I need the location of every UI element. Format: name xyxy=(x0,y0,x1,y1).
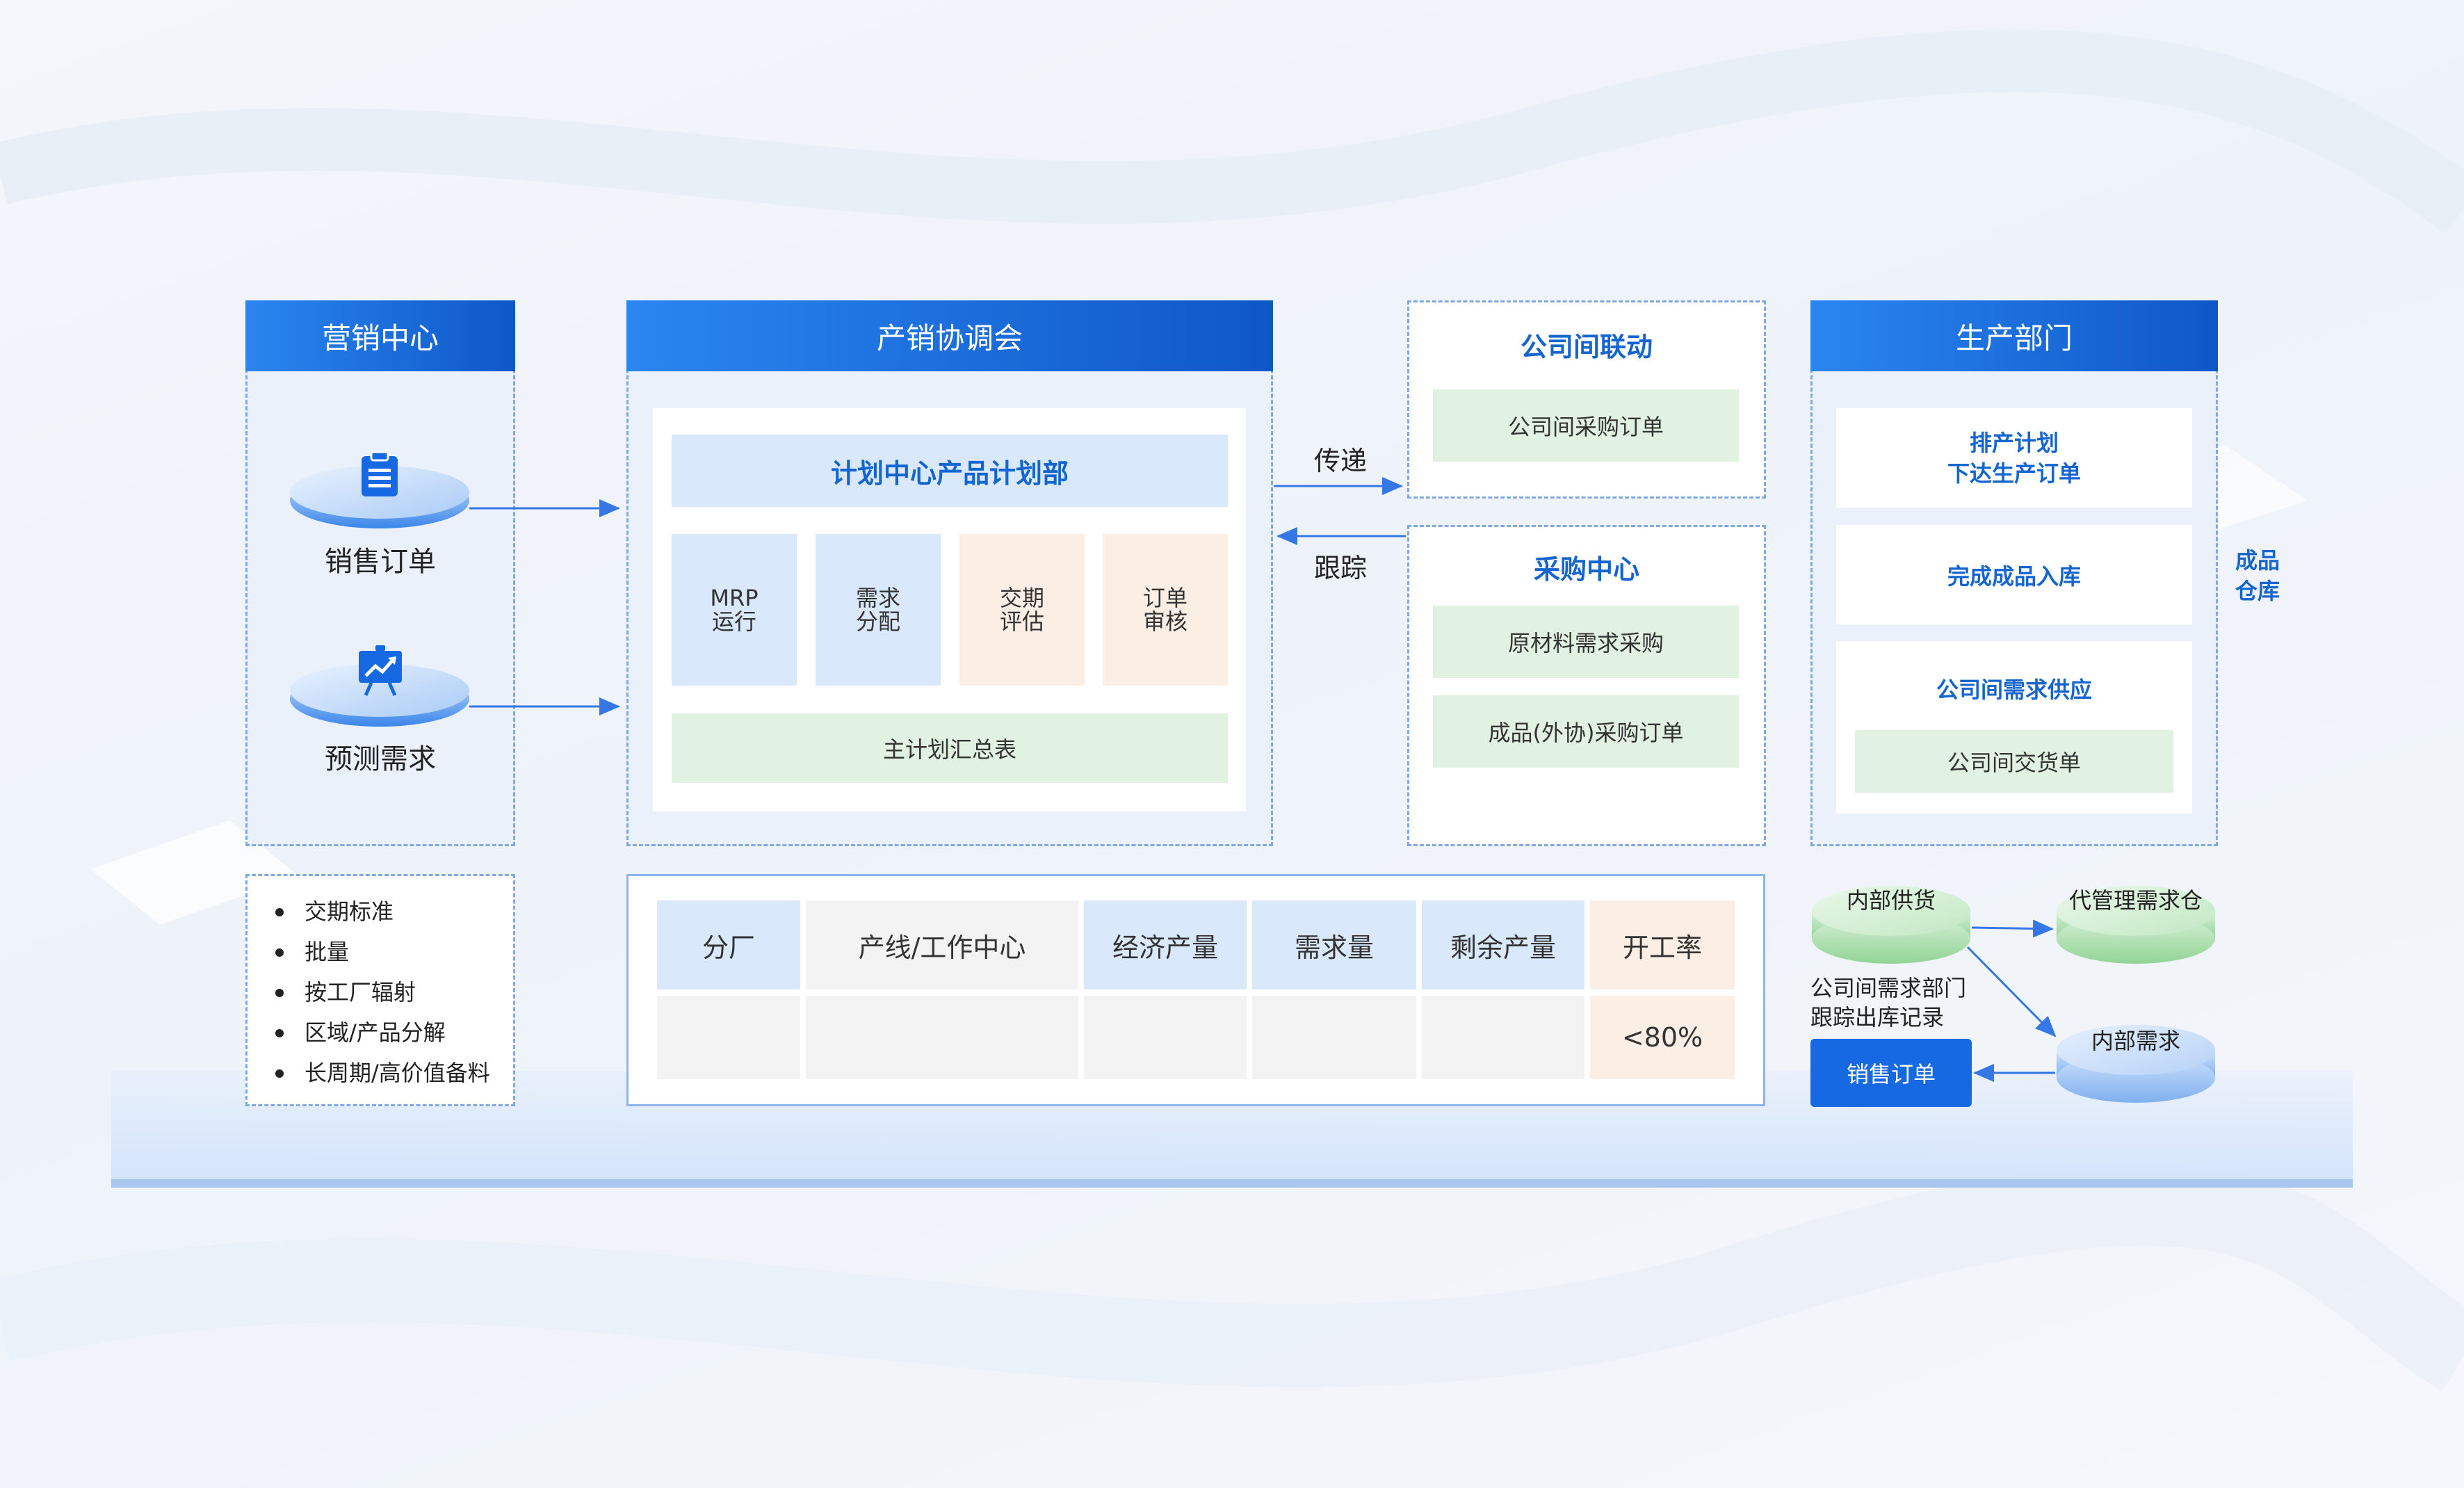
criteria-item: 长周期/高价值备料 xyxy=(248,1053,513,1093)
master-plan-summary: 主计划汇总表 xyxy=(672,713,1228,783)
table-cell xyxy=(806,996,1078,1079)
module-order-review: 订单 审核 xyxy=(1103,534,1228,686)
forecast-demand-disk xyxy=(289,650,471,731)
module-mrp: MRP 运行 xyxy=(672,534,797,686)
intercompany-delivery-label: 公司间交货单 xyxy=(1947,750,2081,776)
production-schedule-box: 排产计划 下达生产订单 xyxy=(1836,408,2192,508)
raw-material-purchase-label: 原材料需求采购 xyxy=(1507,630,1664,656)
forecast-demand-label: 预测需求 xyxy=(325,743,436,775)
intercompany-po-label: 公司间采购订单 xyxy=(1507,414,1664,440)
coordination-header: 产销协调会 xyxy=(626,300,1273,371)
finished-warehouse-label: 成品 仓库 xyxy=(2235,547,2280,604)
table-cell xyxy=(1084,996,1247,1079)
sales-order-label: 销售订单 xyxy=(325,546,436,578)
intercompany-supply-title: 公司间需求供应 xyxy=(1936,677,2092,703)
table-header-label: 分厂 xyxy=(702,932,755,963)
raw-material-purchase: 原材料需求采购 xyxy=(1433,606,1739,678)
table-header-demand: 需求量 xyxy=(1252,900,1416,989)
track-label: 跟踪 xyxy=(1314,553,1368,583)
table-header-remaining: 剩余产量 xyxy=(1422,900,1584,989)
criteria-item: 批量 xyxy=(248,932,513,972)
intercompany-delivery: 公司间交货单 xyxy=(1855,730,2173,793)
table-header-economic-output: 经济产量 xyxy=(1084,900,1247,989)
master-plan-summary-label: 主计划汇总表 xyxy=(882,736,1016,763)
marketing-criteria-box: 交期标准 批量 按工厂辐射 区域/产品分解 长周期/高价值备料 xyxy=(245,874,515,1106)
finished-goods-po-label: 成品(外协)采购订单 xyxy=(1488,720,1684,746)
trend-board-icon xyxy=(356,645,405,697)
table-cell-utilization: <80% xyxy=(1590,996,1735,1079)
criteria-list: 交期标准 批量 按工厂辐射 区域/产品分解 长周期/高价值备料 xyxy=(248,891,513,1093)
intercompany-title: 公司间联动 xyxy=(1520,331,1653,362)
sales-order-button-label: 销售订单 xyxy=(1846,1061,1936,1087)
managed-warehouse-disk xyxy=(2057,886,2215,964)
table-header-label: 需求量 xyxy=(1294,932,1374,963)
coordination-title: 产销协调会 xyxy=(876,321,1023,355)
table-cell xyxy=(657,996,800,1079)
pass-label: 传递 xyxy=(1314,446,1368,476)
table-header-factory: 分厂 xyxy=(657,900,800,989)
sales-order-button[interactable]: 销售订单 xyxy=(1810,1039,1972,1107)
internal-supply-label: 内部供货 xyxy=(1846,887,1936,914)
internal-demand-label: 内部需求 xyxy=(2091,1028,2180,1054)
table-cell-text: <80% xyxy=(1621,1022,1703,1053)
planning-dept-box: 计划中心产品计划部 xyxy=(672,435,1228,507)
table-cell xyxy=(1252,996,1416,1079)
clipboard-icon xyxy=(356,451,403,498)
table-header-label: 产线/工作中心 xyxy=(858,932,1026,963)
table-header-label: 经济产量 xyxy=(1112,932,1218,963)
planning-dept-label: 计划中心产品计划部 xyxy=(830,458,1069,489)
table-header-label: 剩余产量 xyxy=(1450,932,1556,963)
table-header-line: 产线/工作中心 xyxy=(806,900,1078,989)
purchasing-panel xyxy=(1407,525,1766,846)
module-demand-allocation: 需求 分配 xyxy=(816,534,941,686)
marketing-center-panel xyxy=(245,300,515,846)
finished-goods-po: 成品(外协)采购订单 xyxy=(1433,695,1739,768)
internal-supply-disk xyxy=(1812,886,1970,964)
managed-warehouse-label: 代管理需求仓 xyxy=(2068,887,2203,914)
tracking-note: 公司间需求部门 跟踪出库记录 xyxy=(1810,975,1967,1030)
table-cell xyxy=(1422,996,1584,1079)
production-header: 生产部门 xyxy=(1810,300,2218,371)
table-header-label: 开工率 xyxy=(1622,932,1702,963)
finished-goods-inbound-label: 完成成品入库 xyxy=(1947,563,2081,590)
criteria-item: 区域/产品分解 xyxy=(248,1012,513,1053)
purchasing-title: 采购中心 xyxy=(1533,553,1639,585)
production-title: 生产部门 xyxy=(1955,321,2073,355)
criteria-item: 按工厂辐射 xyxy=(248,972,513,1012)
criteria-item: 交期标准 xyxy=(248,891,513,932)
marketing-center-header: 营销中心 xyxy=(245,300,515,371)
finished-goods-inbound-box: 完成成品入库 xyxy=(1836,525,2192,624)
marketing-center-title: 营销中心 xyxy=(321,321,439,355)
internal-demand-disk xyxy=(2057,1025,2215,1103)
module-delivery-evaluation: 交期 评估 xyxy=(959,534,1085,686)
intercompany-po: 公司间采购订单 xyxy=(1433,389,1739,462)
sales-order-disk xyxy=(289,452,471,533)
table-header-utilization: 开工率 xyxy=(1590,900,1735,989)
